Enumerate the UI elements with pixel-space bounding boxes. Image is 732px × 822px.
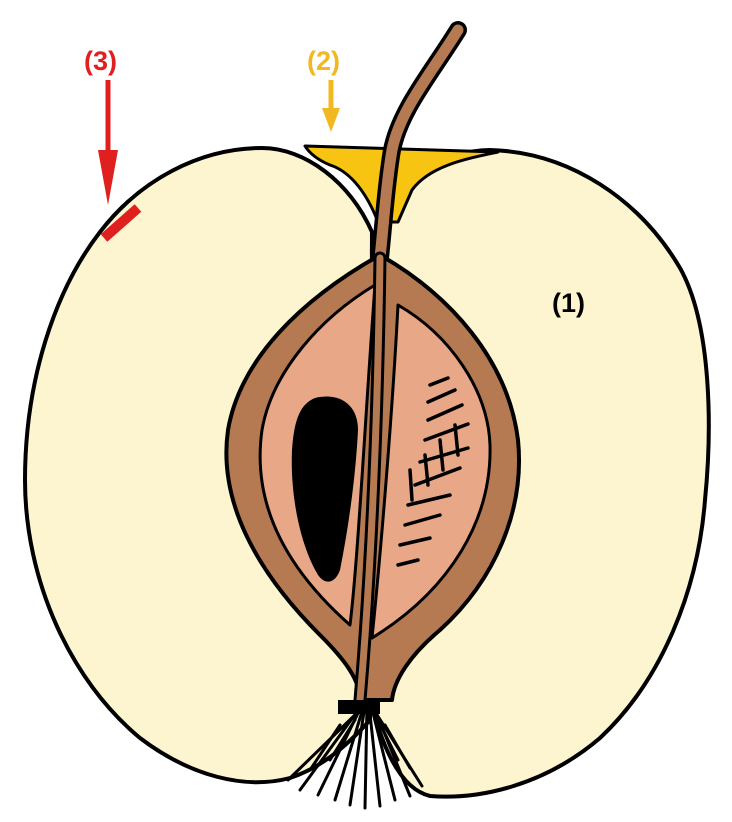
skin-marker: [100, 204, 142, 242]
label-calyx-cup: (2): [307, 46, 340, 76]
label-skin: (3): [84, 46, 117, 76]
arrow-3: [98, 80, 118, 205]
calyx-remains: [286, 703, 424, 810]
arrow-2: [322, 80, 340, 132]
seed: [291, 396, 358, 582]
stalk-fill: [374, 24, 464, 264]
apple-flesh-left: [23, 146, 374, 785]
locule-texture-lines: [396, 376, 470, 567]
label-flesh: (1): [552, 288, 585, 318]
core-axis-fill: [356, 254, 384, 704]
calyx-cup: [303, 144, 500, 224]
core-locule-right: [370, 303, 492, 640]
apple-flesh-right: [374, 148, 711, 799]
calyx-base: [338, 700, 380, 714]
